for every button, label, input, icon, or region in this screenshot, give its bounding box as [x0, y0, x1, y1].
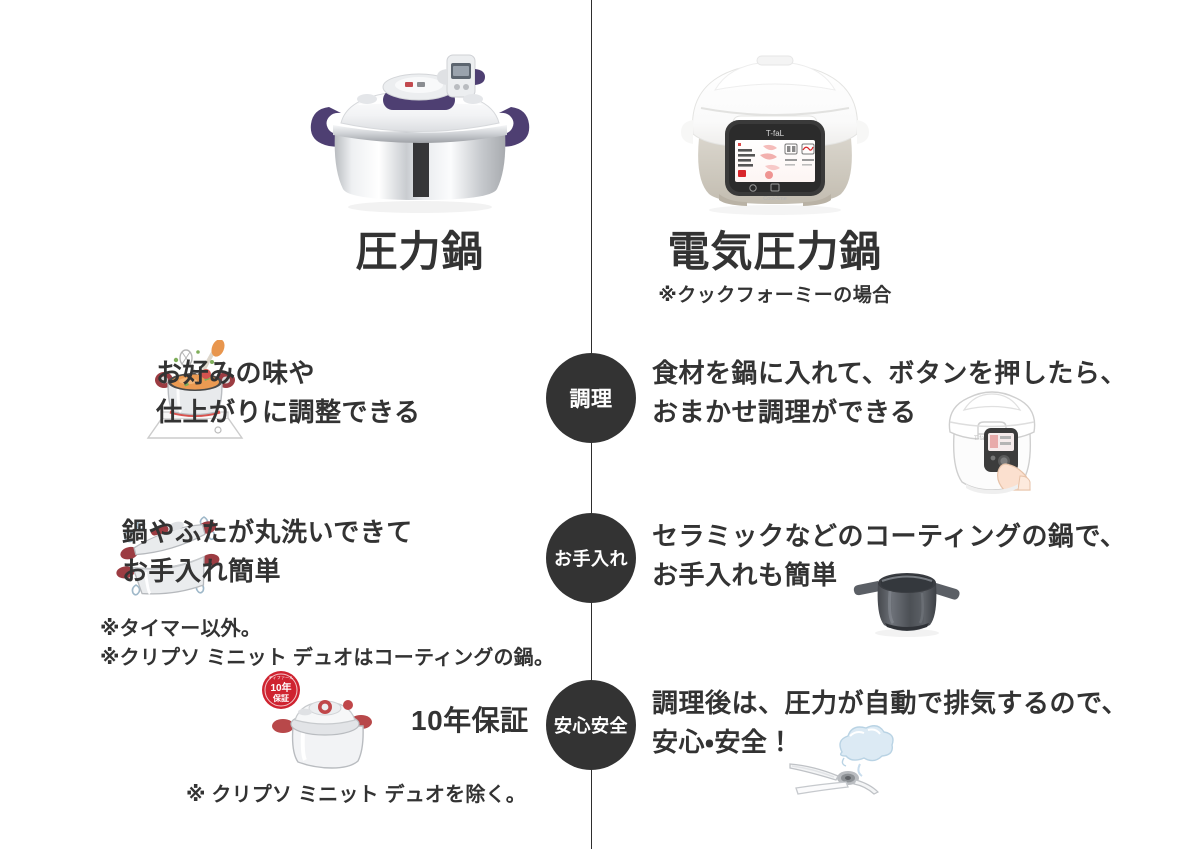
hand-pressing-button-svg: T-faL	[948, 391, 1036, 494]
product-title-right: 電気圧力鍋	[667, 228, 883, 275]
row-maintenance-right-text: セラミックなどのコーティングの鍋で、 お手入れも簡単	[652, 521, 1127, 590]
product-title-left: 圧力鍋	[355, 228, 485, 275]
stovetop-pressure-cooker-svg	[310, 54, 530, 213]
row-maintenance-right: セラミックなどのコーティングの鍋で、 お手入れも簡単	[612, 505, 1182, 637]
svg-text:ティファール: ティファール	[269, 675, 294, 681]
svg-text:Cook4me: Cook4me	[763, 196, 787, 202]
row-cooking-right: 食材を鍋に入れて、ボタンを押したら、 おまかせ調理ができる T-faL	[612, 340, 1182, 494]
hand-pressing-button-icon: T-faL	[932, 388, 1052, 496]
row-cooking-right-text: 食材を鍋に入れて、ボタンを押したら、 おまかせ調理ができる	[652, 358, 1127, 427]
product-header-left: 圧力鍋	[245, 20, 595, 276]
row-safety-right-text: 調理後は、圧力が自動で排気するので、 安心・安全！	[652, 688, 1128, 757]
comparison-row-cooking: お好みの味や 仕上がりに調整できる 食材を鍋に入れて、ボタンを押したら、 おまか…	[0, 340, 1182, 500]
row-safety-left-text: 10年保証	[411, 705, 529, 736]
badge-cooking[interactable]: 調理	[546, 353, 636, 443]
ten-year-warranty-cooker-icon: ティファール 10年 保証	[255, 670, 385, 775]
row-cooking-left: お好みの味や 仕上がりに調整できる	[0, 340, 570, 450]
washing-pot-and-lid-svg	[116, 516, 220, 596]
row-cooking-left-text: お好みの味や 仕上がりに調整できる	[156, 358, 421, 427]
svg-text:保証: 保証	[272, 693, 289, 703]
steam-release-icon	[782, 718, 912, 804]
comparison-row-maintenance: 鍋やふたが丸洗いできて お手入れ簡単 ※タイマー以外。 ※クリプソ ミニット デ…	[0, 505, 1182, 670]
badge-safety-label: 安心安全	[554, 716, 628, 736]
svg-text:T-faL: T-faL	[766, 129, 785, 138]
row-maintenance-left-note: ※タイマー以外。 ※クリプソ ミニット デュオはコーティングの鍋。	[100, 618, 555, 669]
row-safety-left-note: ※ クリプソ ミニット デュオを除く。	[186, 784, 526, 806]
ceramic-coated-pot-icon	[852, 553, 962, 639]
badge-cooking-label: 調理	[569, 388, 613, 411]
product-header-right: T-faL	[600, 20, 950, 307]
pot-on-stove-icon	[0, 340, 244, 450]
ten-year-warranty-cooker-svg: ティファール 10年 保証	[262, 671, 372, 769]
row-maintenance-left-text: 鍋やふたが丸洗いできて お手入れ簡単	[122, 517, 413, 586]
badge-maintenance[interactable]: お手入れ	[546, 513, 636, 603]
pot-on-stove-svg	[146, 340, 244, 439]
electric-pressure-cooker-photo: T-faL	[600, 20, 950, 220]
svg-text:T-faL: T-faL	[974, 436, 988, 442]
row-safety-left: ティファール 10年 保証 10年保証 ※ クリプソ ミニット デュオを除く。	[0, 670, 570, 810]
stovetop-pressure-cooker-photo	[245, 20, 595, 220]
product-subtitle-right: ※クックフォーミーの場合	[658, 285, 892, 307]
ceramic-coated-pot-svg	[853, 573, 960, 637]
electric-pressure-cooker-svg: T-faL	[681, 55, 869, 215]
badge-maintenance-label: お手入れ	[554, 549, 628, 569]
row-maintenance-left: 鍋やふたが丸洗いできて お手入れ簡単 ※タイマー以外。 ※クリプソ ミニット デ…	[0, 505, 570, 673]
washing-pot-and-lid-icon	[0, 505, 220, 605]
row-safety-right: 調理後は、圧力が自動で排気するので、 安心・安全！	[612, 670, 1182, 795]
steam-release-svg	[789, 725, 894, 795]
svg-text:10年: 10年	[270, 681, 291, 694]
badge-safety[interactable]: 安心安全	[546, 680, 636, 770]
comparison-row-safety: ティファール 10年 保証 10年保証 ※ クリプソ ミニット デュオを除く。 …	[0, 670, 1182, 830]
